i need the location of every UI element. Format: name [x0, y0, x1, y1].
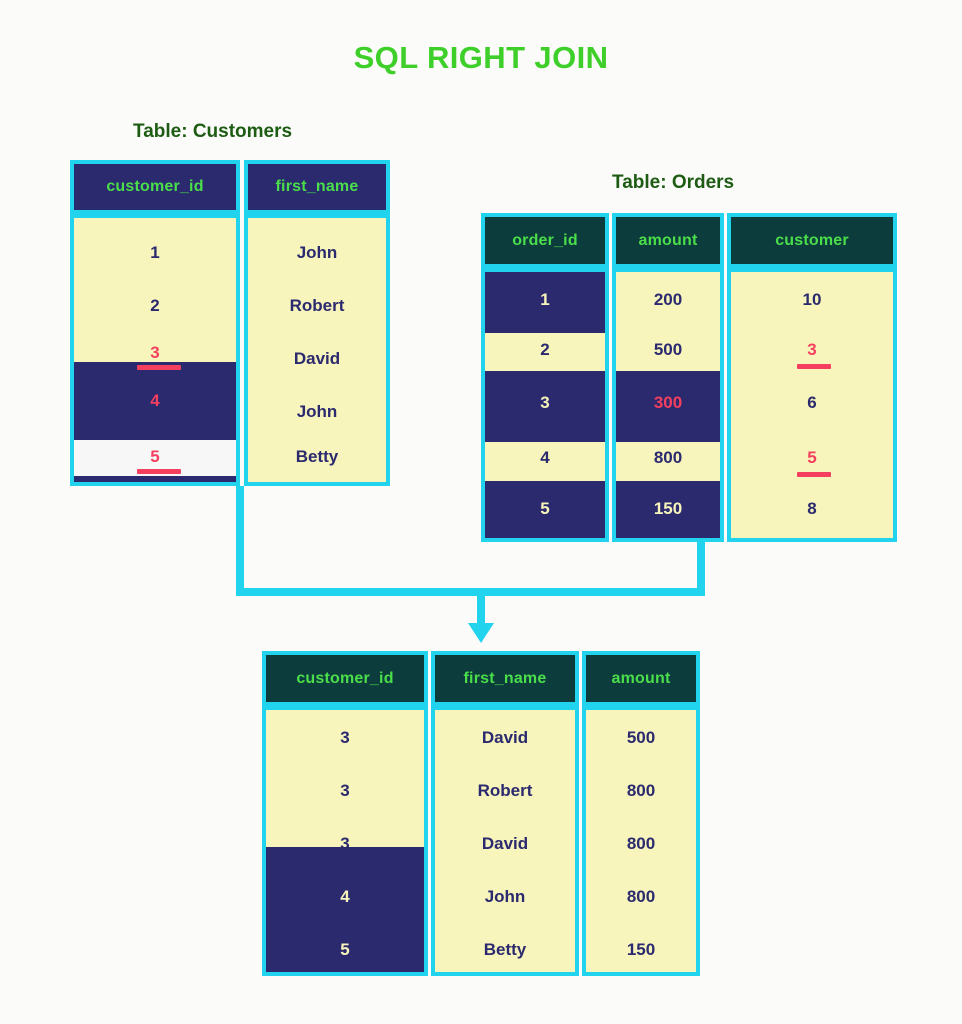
result-header-amount: amount [582, 651, 700, 706]
result-cell-amount-2: 800 [626, 781, 656, 800]
underline-customer-5 [797, 472, 831, 477]
orders-cell-customer-3: 6 [807, 393, 817, 412]
band-yellow-2 [485, 333, 605, 371]
orders-column-customer: 10 3 6 5 8 [727, 268, 897, 542]
result-column-amount: 500 800 800 800 150 [582, 706, 700, 976]
connector-arrow-stem [477, 588, 485, 626]
orders-cell-orderid-5: 5 [540, 499, 550, 518]
connector-left-vertical [236, 486, 244, 596]
result-cell-amount-1: 500 [626, 728, 656, 747]
customers-cell-name-5: Betty [295, 447, 339, 466]
band-navy [74, 362, 236, 440]
customers-cell-name-4: John [296, 402, 338, 421]
result-cell-id-4: 4 [340, 887, 350, 906]
result-header-first-name: first_name [431, 651, 579, 706]
connector-right-vertical [697, 542, 705, 596]
band-yellow [266, 710, 424, 847]
orders-header-amount: amount [612, 213, 724, 268]
band-navy-3 [485, 371, 605, 442]
orders-column-order-id: 1 2 3 4 5 [481, 268, 609, 542]
result-cell-name-5: Betty [483, 940, 527, 959]
band-navy-3 [616, 371, 720, 442]
customers-cell-id-2: 2 [150, 296, 160, 315]
underline-customer-3 [797, 364, 831, 369]
orders-cell-amount-2: 500 [653, 340, 683, 359]
result-column-first-name: David Robert David John Betty [431, 706, 579, 976]
result-column-customer-id: 3 3 3 4 5 [262, 706, 428, 976]
orders-cell-orderid-1: 1 [540, 290, 550, 309]
orders-cell-customer-4: 5 [807, 448, 817, 467]
result-cell-id-5: 5 [340, 940, 350, 959]
band-navy-5 [485, 481, 605, 538]
orders-table-caption: Table: Orders [612, 172, 735, 193]
orders-cell-amount-5: 150 [653, 499, 683, 518]
page-title: SQL RIGHT JOIN [353, 40, 609, 75]
underline-id-3 [137, 365, 181, 370]
result-cell-id-3: 3 [340, 834, 350, 853]
band-yellow [74, 218, 236, 362]
customers-cell-id-1: 1 [150, 243, 160, 262]
band-yellow-4 [616, 442, 720, 481]
orders-cell-amount-3: 300 [653, 393, 683, 412]
orders-cell-orderid-4: 4 [540, 448, 550, 467]
customers-cell-id-4: 4 [150, 391, 160, 410]
result-cell-name-3: David [481, 834, 529, 853]
underline-id-5 [137, 469, 181, 474]
customers-column-first-name: John Robert David John Betty [244, 214, 390, 486]
band-yellow-12 [616, 272, 720, 371]
result-cell-amount-4: 800 [626, 887, 656, 906]
band-yellow-4 [485, 442, 605, 481]
band-navy-foot [74, 476, 236, 482]
customers-column-customer-id: 1 2 3 4 5 [70, 214, 240, 486]
result-header-customer-id: customer_id [262, 651, 428, 706]
orders-cell-orderid-3: 3 [540, 393, 550, 412]
orders-cell-amount-1: 200 [653, 290, 683, 309]
result-cell-id-1: 3 [340, 728, 350, 747]
customers-cell-name-1: John [296, 243, 338, 262]
result-cell-id-2: 3 [340, 781, 350, 800]
result-cell-name-1: David [481, 728, 529, 747]
customers-table-caption: Table: Customers [133, 121, 293, 142]
result-cell-amount-5: 150 [626, 940, 656, 959]
connector-horizontal [236, 588, 705, 596]
orders-header-customer: customer [727, 213, 897, 268]
result-cell-name-4: John [484, 887, 526, 906]
customers-cell-name-3: David [293, 349, 341, 368]
customers-header-first-name: first_name [244, 160, 390, 214]
customers-cell-name-2: Robert [289, 296, 345, 315]
connector-arrow-head [468, 623, 494, 643]
orders-cell-customer-5: 8 [807, 499, 817, 518]
orders-header-order-id: order_id [481, 213, 609, 268]
orders-cell-customer-2: 3 [807, 340, 817, 359]
result-cell-name-2: Robert [477, 781, 533, 800]
orders-cell-customer-1: 10 [802, 290, 822, 309]
customers-cell-id-5: 5 [150, 447, 160, 466]
band-navy [266, 847, 424, 972]
result-cell-amount-3: 800 [626, 834, 656, 853]
customers-cell-id-3: 3 [150, 343, 160, 362]
band-navy-1 [485, 272, 605, 333]
orders-cell-orderid-2: 2 [540, 340, 550, 359]
customers-header-customer-id: customer_id [70, 160, 240, 214]
orders-column-amount: 200 500 300 800 150 [612, 268, 724, 542]
orders-cell-amount-4: 800 [653, 448, 683, 467]
band-navy-5 [616, 481, 720, 538]
